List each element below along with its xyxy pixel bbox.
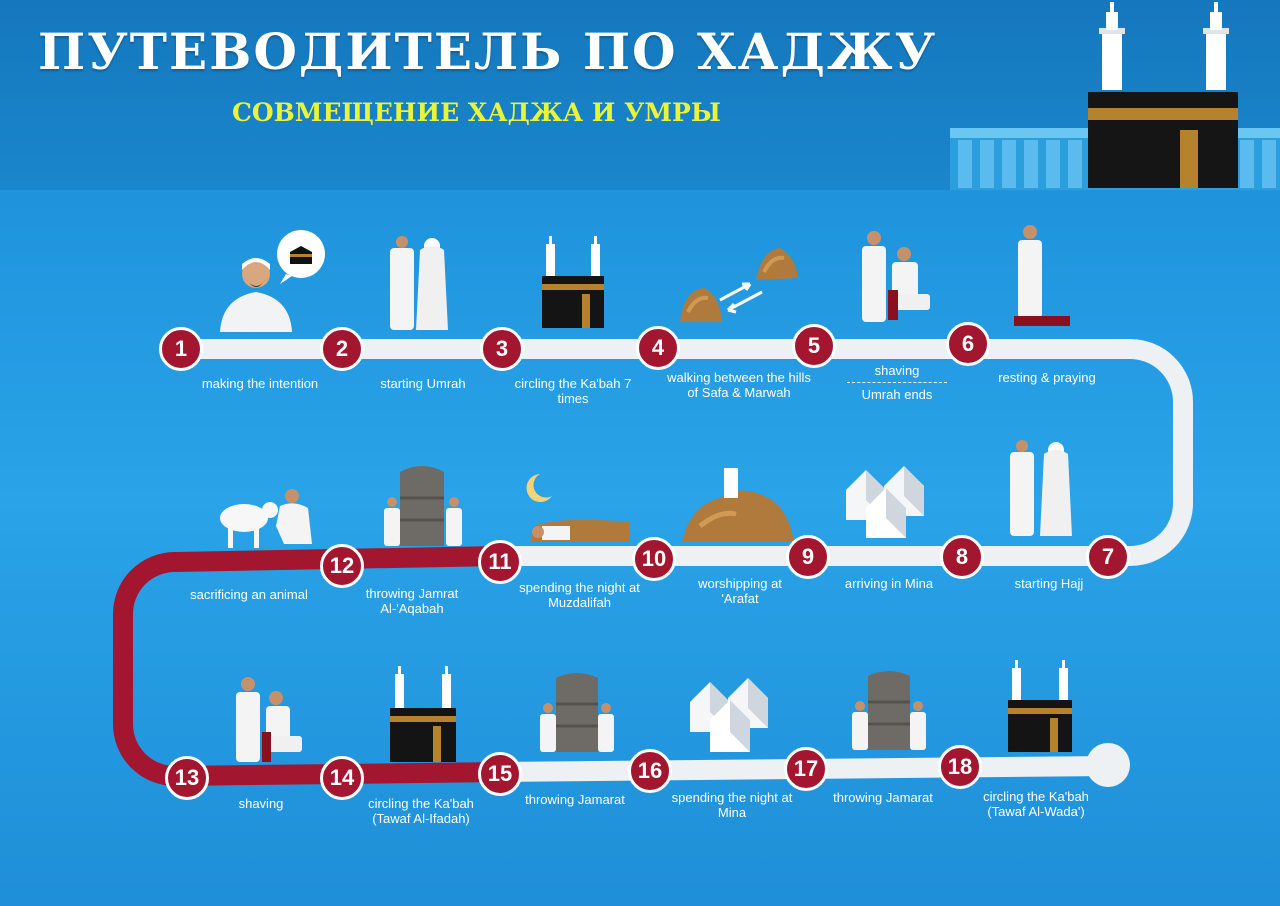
step-label: making the intention	[201, 376, 319, 391]
step-label: shaving	[238, 796, 284, 811]
step-label: arriving in Mina	[844, 576, 934, 591]
step-number: 10	[632, 537, 676, 581]
tents-icon	[846, 466, 924, 538]
mount-arafat-icon	[682, 468, 794, 542]
praying-pilgrim-icon	[1014, 225, 1070, 326]
poster-title: ПУТЕВОДИТЕЛЬ ПО ХАДЖУ	[38, 22, 938, 81]
pilgrims-ihram-icon	[390, 236, 448, 330]
step-label: spending the night at Muzdalifah	[519, 580, 640, 610]
pilgrims-ihram-icon	[1010, 440, 1072, 536]
step-number: 7	[1086, 535, 1130, 579]
step-label: walking between the hills of Safa & Marw…	[667, 370, 811, 400]
pilgrim-intention-icon	[220, 230, 325, 332]
step-number: 1	[159, 327, 203, 371]
step-number: 16	[628, 749, 672, 793]
step-label: worshipping at 'Arafat	[698, 576, 782, 606]
step-number: 8	[940, 535, 984, 579]
step-label: sacrificing an animal	[190, 587, 308, 602]
step-number: 6	[946, 322, 990, 366]
step-label-shaving: shaving Umrah ends	[822, 363, 972, 402]
step-label: shaving	[874, 363, 920, 378]
step-label: throwing Jamarat	[525, 792, 625, 807]
step-number: 13	[165, 756, 209, 800]
step-label: throwing Jamrat Al-'Aqabah	[365, 586, 459, 616]
step-number: 14	[320, 756, 364, 800]
step-number: 4	[636, 326, 680, 370]
dashed-divider	[847, 382, 947, 383]
sleeping-pilgrim-icon	[526, 474, 630, 542]
step-number: 12	[320, 544, 364, 588]
kaaba-icon	[1008, 660, 1072, 752]
step-number: 15	[478, 752, 522, 796]
step-number: 9	[786, 535, 830, 579]
step-number: 5	[792, 324, 836, 368]
barber-icon	[862, 231, 930, 322]
step-label: circling the Ka'bah (Tawaf Al-Wada')	[983, 789, 1089, 819]
jamarat-pillar-icon	[384, 466, 462, 546]
step-label: throwing Jamarat	[833, 790, 933, 805]
step-number: 11	[478, 540, 522, 584]
step-label: starting Hajj	[1014, 576, 1084, 591]
jamarat-pillar-icon	[540, 673, 614, 752]
jamarat-pillar-icon	[852, 671, 926, 750]
step-label: circling the Ka'bah 7 times	[514, 376, 632, 406]
hills-icon	[680, 248, 798, 322]
step-number: 3	[480, 327, 524, 371]
sheep-sacrifice-icon	[220, 489, 312, 548]
step-number: 18	[938, 745, 982, 789]
step-sublabel: Umrah ends	[861, 387, 933, 402]
masjid-haram-icon	[950, 2, 1280, 190]
barber-icon	[236, 677, 302, 762]
kaaba-icon	[542, 236, 604, 328]
step-label: spending the night at Mina	[671, 790, 793, 820]
step-label: circling the Ka'bah (Tawaf Al-Ifadah)	[368, 796, 474, 826]
kaaba-icon	[390, 666, 456, 762]
tents-icon	[690, 678, 768, 752]
step-label: starting Umrah	[380, 376, 466, 391]
poster-subtitle: СОВМЕЩЕНИЕ ХАДЖА И УМРЫ	[232, 98, 721, 127]
step-label: resting & praying	[998, 370, 1096, 385]
step-number: 17	[784, 747, 828, 791]
step-number: 2	[320, 327, 364, 371]
